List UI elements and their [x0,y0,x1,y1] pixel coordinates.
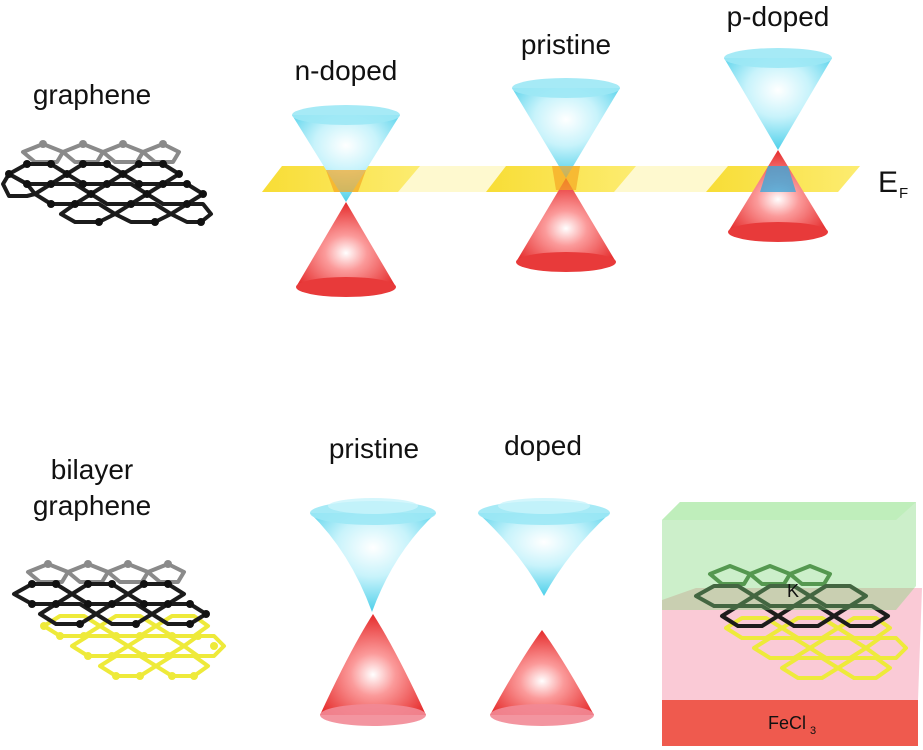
bilayer-graphene-lattice [12,560,226,680]
n-doped-dirac-cone [292,105,400,297]
bilayer-label-line2: graphene [33,490,151,521]
p-doped-dirac-cone [724,48,832,242]
pristine-dirac-cone [512,78,620,272]
fermi-level-label: E F [878,166,908,202]
bilayer-pristine-bands [310,498,436,726]
svg-text:E: E [878,166,898,199]
fermi-level-plane [262,166,860,192]
bilayer-doped-bands [478,498,610,726]
svg-text:FeCl: FeCl [768,713,806,733]
svg-text:F: F [899,185,908,202]
svg-text:3: 3 [810,725,816,737]
doped-label: doped [504,430,582,461]
graphene-lattice [1,140,213,226]
n-doped-label: n-doped [295,55,398,86]
p-doped-label: p-doped [727,1,830,32]
bilayer-label-line1: bilayer [51,454,133,485]
potassium-label: K [787,581,799,601]
intercalation-stack [662,502,922,746]
pristine-top-label: pristine [521,29,611,60]
pristine-bottom-label: pristine [329,433,419,464]
graphene-label: graphene [33,79,151,110]
fecl3-label: FeCl 3 [768,713,816,737]
